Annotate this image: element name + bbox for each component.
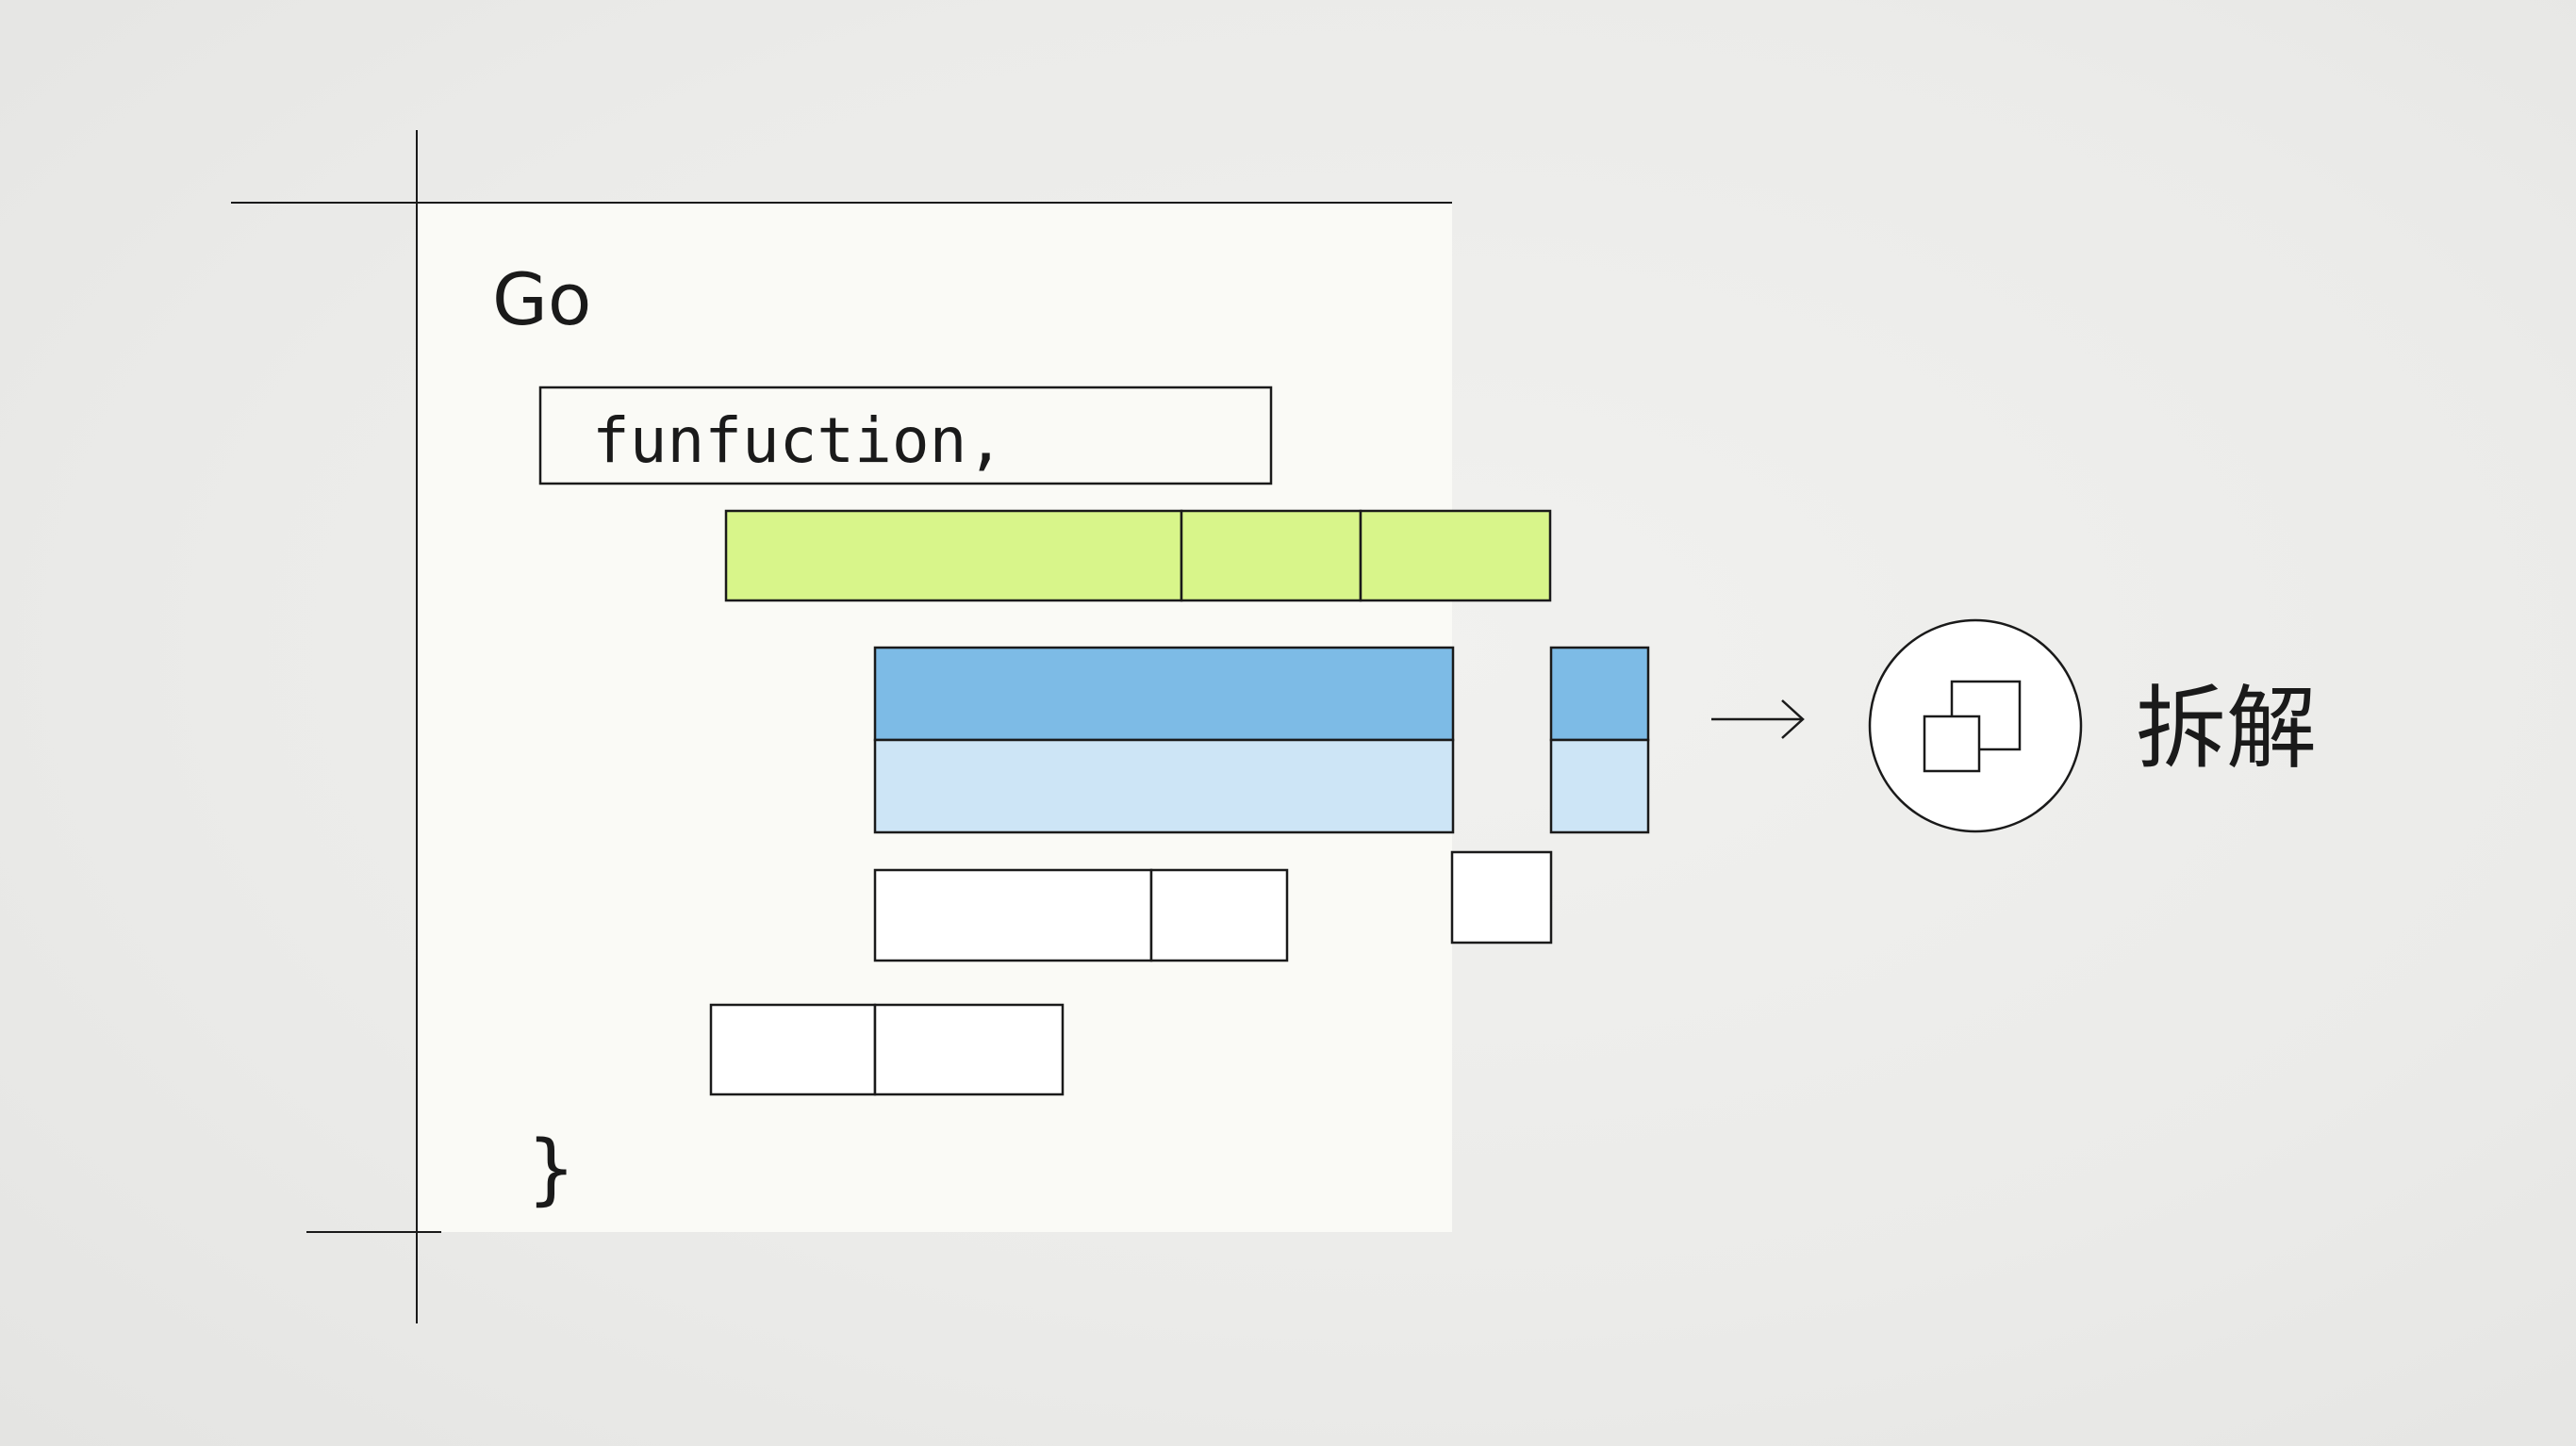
blue-block-bottom: [873, 738, 1455, 834]
empty-block-row1-a: [873, 868, 1153, 962]
blue-block-top: [873, 646, 1455, 742]
decompose-button[interactable]: [1868, 618, 2083, 833]
empty-block-row2-b: [873, 1003, 1065, 1096]
decompose-label: 拆解: [2136, 676, 2317, 781]
code-line-text: funfuction,: [592, 404, 1004, 477]
closing-brace: }: [528, 1125, 574, 1214]
blue-block-small-bottom: [1549, 738, 1650, 834]
empty-block-small: [1450, 850, 1553, 945]
code-line-box: [538, 386, 1273, 485]
empty-block-row1-b: [1149, 868, 1289, 962]
green-block-1: [724, 509, 1183, 602]
card-title: Go: [492, 257, 591, 341]
green-block-3: [1359, 509, 1552, 602]
arrow-right-icon: [1711, 699, 1805, 739]
green-block-2: [1180, 509, 1362, 602]
empty-block-row2-a: [709, 1003, 877, 1096]
blue-block-small-top: [1549, 646, 1650, 742]
copy-icon: [1923, 680, 2022, 773]
